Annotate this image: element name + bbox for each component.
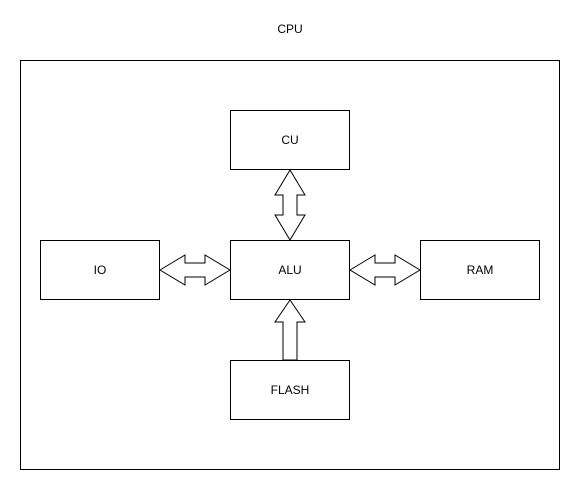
cu-block[interactable]: CU (230, 110, 350, 170)
flash-label: FLASH (270, 383, 310, 397)
cpu-container (20, 60, 560, 470)
diagram-title: CPU (277, 22, 303, 36)
cu-label: CU (281, 133, 299, 147)
io-label: IO (93, 263, 107, 277)
flash-alu-arrow (274, 299, 306, 361)
alu-label: ALU (278, 263, 302, 277)
ram-label: RAM (466, 263, 494, 277)
ram-block[interactable]: RAM (420, 240, 540, 300)
io-alu-double-arrow (159, 254, 231, 286)
alu-ram-double-arrow (349, 254, 421, 286)
cu-alu-double-arrow (274, 169, 306, 241)
